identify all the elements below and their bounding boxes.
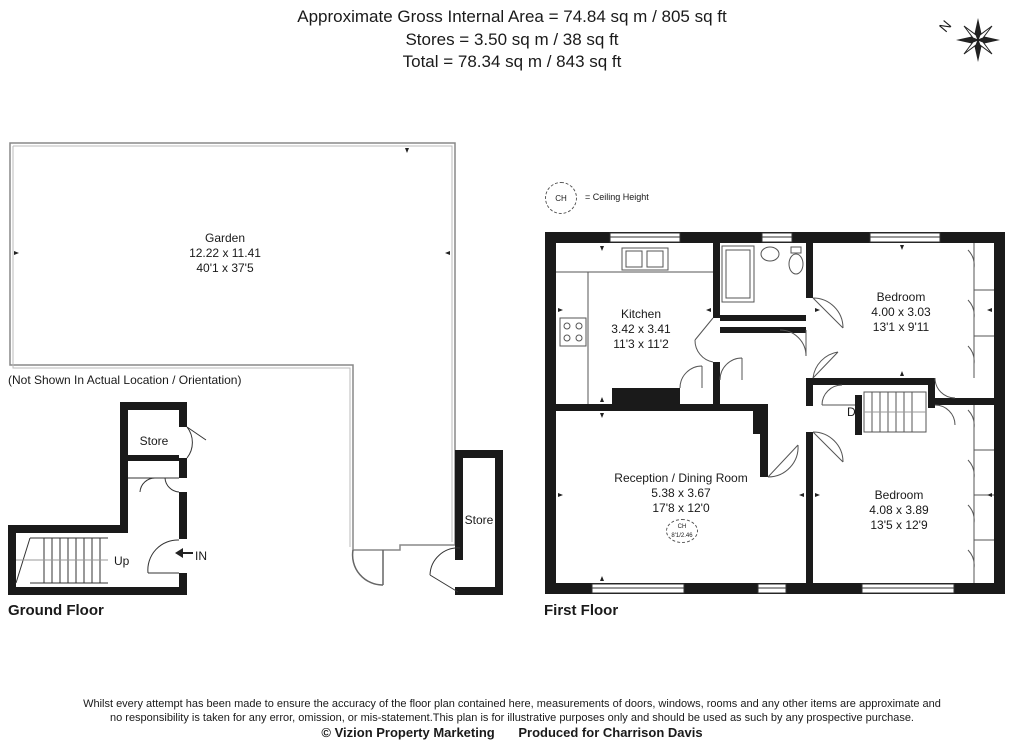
bedroom2-metric: 4.08 x 3.89	[869, 503, 929, 517]
entrance-in-label: IN	[195, 549, 207, 563]
ground-floor-details	[15, 426, 207, 584]
entry-arrow-icon	[175, 548, 193, 558]
store-right-label: Store	[464, 513, 494, 527]
bedroom1-metric: 4.00 x 3.03	[871, 305, 931, 319]
ground-floor-title: Ground Floor	[8, 602, 104, 619]
bedroom2-imperial: 13'5 x 12'9	[870, 518, 928, 532]
compass-rose-icon	[956, 18, 1000, 62]
area-stores: Stores = 3.50 sq m / 38 sq ft	[405, 30, 619, 49]
area-total: Total = 78.34 sq m / 843 sq ft	[402, 52, 622, 71]
first-floor-walls	[545, 232, 1005, 594]
reception-imperial: 17'8 x 12'0	[652, 501, 710, 515]
wardrobe-fittings	[934, 243, 994, 583]
kitchen-metric: 3.42 x 3.41	[611, 322, 671, 336]
garden-name: Garden	[204, 231, 246, 245]
first-floor-windows	[591, 232, 955, 594]
produced-for-text: Produced for Charrison Davis	[518, 725, 703, 740]
kitchen-name: Kitchen	[620, 307, 662, 321]
ceiling-height-legend-text: = Ceiling Height	[585, 192, 649, 202]
kitchen-fittings	[556, 247, 714, 404]
stairs-icon	[863, 391, 927, 433]
stairs-up-label: Up	[114, 554, 130, 568]
reception-metric: 5.38 x 3.67	[651, 486, 711, 500]
right-store-walls	[455, 450, 503, 595]
credits: © Vizion Property Marketing Produced for…	[0, 725, 1024, 741]
room-markers	[558, 245, 992, 581]
garden-imperial: 40'1 x 37'5	[196, 261, 254, 275]
garden-markers	[14, 148, 450, 255]
bedroom1-imperial: 13'1 x 9'11	[872, 320, 930, 334]
bedroom1-name: Bedroom	[876, 290, 926, 304]
reception-ceiling-height-badge: CH 8'1/2.46	[666, 519, 698, 543]
reception-name: Reception / Dining Room	[614, 471, 748, 485]
kitchen-imperial: 11'3 x 11'2	[613, 337, 669, 351]
area-gross: Approximate Gross Internal Area = 74.84 …	[297, 7, 727, 26]
disclaimer-line1: Whilst every attempt has been made to en…	[83, 698, 941, 710]
first-floor-title: First Floor	[544, 602, 619, 619]
copyright-text: © Vizion Property Marketing	[321, 725, 495, 740]
ground-floor-walls	[8, 402, 187, 595]
store-left-label: Store	[139, 434, 169, 448]
garden-outline	[9, 142, 456, 586]
garden-metric: 12.22 x 11.41	[189, 246, 261, 260]
bedroom2-name: Bedroom	[874, 488, 924, 502]
garden-note: (Not Shown In Actual Location / Orientat…	[8, 373, 242, 387]
disclaimer-line2: no responsibility is taken for any error…	[109, 712, 914, 724]
bathroom-fittings	[719, 245, 807, 381]
ceiling-height-legend-badge: CH	[545, 182, 577, 214]
stairs-down-label: Dn	[847, 405, 863, 419]
